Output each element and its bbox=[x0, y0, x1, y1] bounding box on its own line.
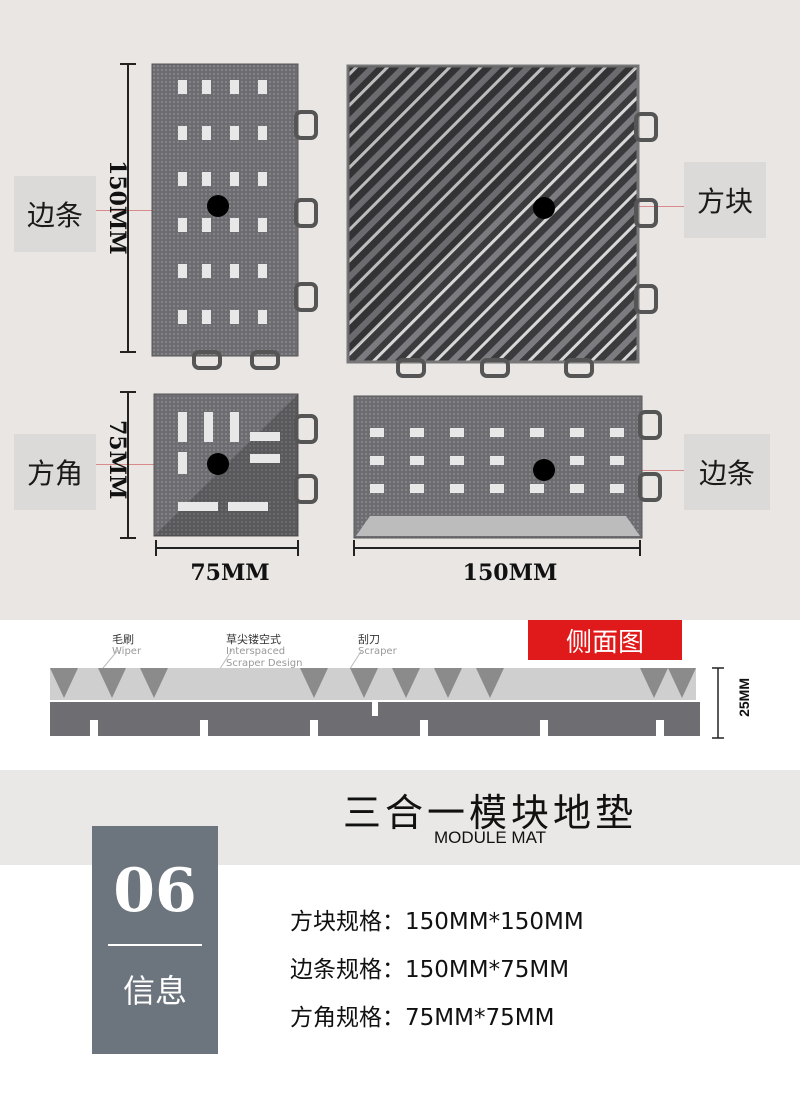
section-number: 06 bbox=[113, 856, 197, 926]
side-view-section: 侧面图 毛刷 Wiper 草尖镂空式 Interspaced Scraper D… bbox=[0, 620, 800, 770]
label-edge-left: 边条 bbox=[14, 176, 96, 252]
dim-corner-horizontal: 75MM bbox=[190, 560, 270, 586]
side-view-illustration bbox=[50, 649, 724, 739]
section-word: 信息 bbox=[122, 972, 187, 1010]
info-box: 06 信息 bbox=[92, 826, 218, 1054]
edge-strip-tile bbox=[151, 63, 318, 370]
divider bbox=[108, 944, 202, 946]
tiles-illustration bbox=[120, 63, 662, 556]
product-section: 边条 方块 方角 边条 150MM 75MM 75MM 150MM bbox=[0, 0, 800, 620]
spec-corner: 方角规格：75MM*75MM bbox=[290, 1005, 555, 1031]
square-block-tile bbox=[346, 64, 658, 378]
page-subtitle: MODULE MAT bbox=[433, 828, 547, 847]
label-square: 方块 bbox=[684, 162, 766, 238]
dim-edge-horizontal: 150MM bbox=[462, 560, 558, 586]
corner-tile bbox=[153, 393, 318, 537]
spec-edge: 边条规格：150MM*75MM bbox=[290, 957, 570, 983]
page-title: 三合一模块地垫 bbox=[342, 791, 637, 835]
dimension-lines bbox=[120, 63, 641, 556]
edge-strip-horizontal-tile bbox=[353, 395, 662, 539]
side-view-badge: 侧面图 bbox=[528, 620, 682, 660]
dim-corner-vertical: 75MM bbox=[104, 420, 130, 500]
label-edge-right: 边条 bbox=[684, 434, 770, 510]
part-label-wiper: 毛刷 Wiper bbox=[112, 633, 142, 658]
part-label-interspaced: 草尖镂空式 Interspaced Scraper Design bbox=[226, 633, 303, 670]
part-label-scraper: 刮刀 Scraper bbox=[358, 633, 397, 658]
dim-top-vertical: 150MM bbox=[104, 160, 130, 255]
label-corner: 方角 bbox=[14, 434, 96, 510]
spec-square: 方块规格：150MM*150MM bbox=[290, 909, 584, 935]
